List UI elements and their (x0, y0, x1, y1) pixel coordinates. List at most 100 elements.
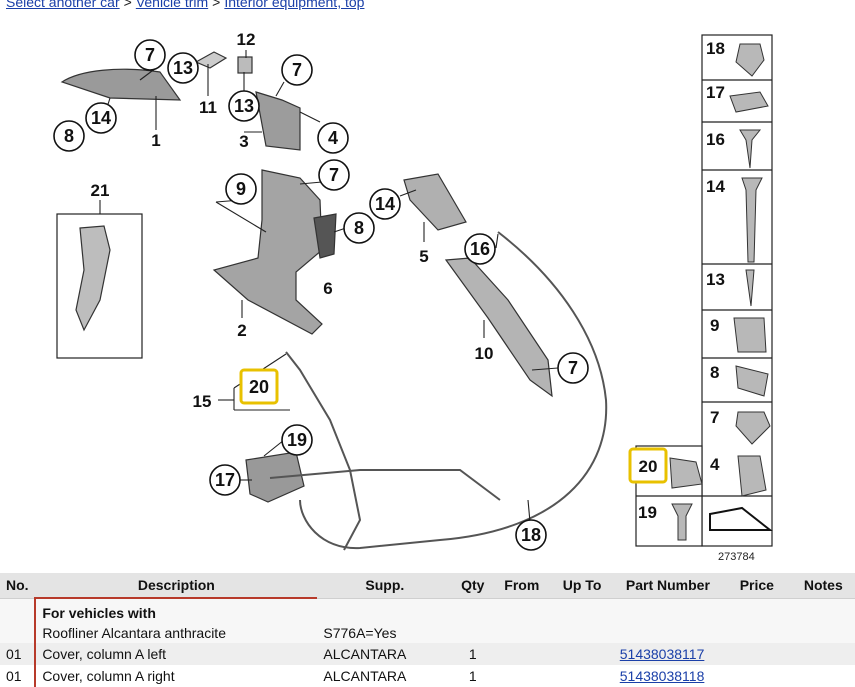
callout-19-a[interactable]: 19 (281, 424, 313, 456)
svg-text:7: 7 (145, 45, 155, 65)
breadcrumb-separator: > (123, 0, 132, 10)
small-parts-numbers: 18 17 16 14 13 9 8 7 20 4 19 273784 (628, 39, 755, 563)
breadcrumb-interior-equipment-link[interactable]: Interior equipment, top (224, 0, 365, 10)
svg-text:20: 20 (249, 377, 269, 397)
table-header-row: No. Description Supp. Qty From Up To Par… (0, 573, 855, 599)
table-row[interactable]: 01 Cover, column A right ALCANTARA 1 514… (0, 665, 855, 687)
callout-8-b[interactable]: 8 (343, 212, 375, 244)
callout-7-a[interactable]: 7 (134, 39, 166, 71)
side-item-17[interactable]: 17 (706, 83, 725, 102)
side-item-20-highlighted[interactable]: 20 (628, 447, 668, 484)
callout-9-a[interactable]: 9 (225, 173, 257, 205)
callout-8-a[interactable]: 8 (53, 120, 85, 152)
side-item-8[interactable]: 8 (710, 363, 719, 382)
row-qty: 1 (468, 668, 477, 684)
svg-text:14: 14 (91, 108, 111, 128)
label-15[interactable]: 15 (193, 392, 212, 411)
notice-row-detail: Roofliner Alcantara anthracite S776A=Yes (0, 623, 855, 643)
diagram-image-id: 273784 (718, 551, 755, 563)
breadcrumb-separator: > (212, 0, 221, 10)
label-2[interactable]: 2 (237, 321, 246, 340)
callout-17-a[interactable]: 17 (209, 464, 241, 496)
callout-16-a[interactable]: 16 (464, 233, 496, 265)
callout-13-b[interactable]: 13 (228, 90, 260, 122)
row-qty: 1 (452, 643, 494, 665)
notice-title: For vehicles with (34, 597, 318, 623)
callout-20-highlighted[interactable]: 20 (239, 368, 279, 405)
side-item-9[interactable]: 9 (710, 316, 719, 335)
svg-text:16: 16 (470, 239, 490, 259)
label-12[interactable]: 12 (237, 30, 256, 49)
callout-13-a[interactable]: 13 (167, 52, 199, 84)
side-item-4[interactable]: 4 (710, 455, 720, 474)
side-item-13[interactable]: 13 (706, 270, 725, 289)
col-no-header: No. (0, 573, 36, 599)
part-number-link[interactable]: 51438038118 (619, 668, 705, 684)
svg-text:8: 8 (64, 126, 74, 146)
svg-text:13: 13 (234, 96, 254, 116)
svg-text:7: 7 (292, 60, 302, 80)
side-item-7[interactable]: 7 (710, 408, 719, 427)
col-price-header: Price (722, 573, 792, 599)
row-supp: ALCANTARA (317, 643, 453, 665)
small-parts-panel (635, 34, 773, 547)
row-from (493, 665, 550, 687)
col-description-header: Description (35, 573, 318, 599)
side-item-14[interactable]: 14 (706, 177, 725, 196)
label-6[interactable]: 6 (323, 279, 332, 298)
callout-7-c[interactable]: 7 (318, 159, 350, 191)
svg-text:7: 7 (329, 165, 339, 185)
side-item-16[interactable]: 16 (706, 130, 725, 149)
label-5[interactable]: 5 (419, 247, 428, 266)
svg-text:7: 7 (568, 358, 578, 378)
row-price (722, 665, 791, 687)
label-1[interactable]: 1 (151, 131, 160, 150)
svg-text:17: 17 (215, 470, 235, 490)
notice-description: Roofliner Alcantara anthracite (34, 623, 318, 643)
callout-14-a[interactable]: 14 (85, 102, 117, 134)
svg-text:9: 9 (236, 179, 246, 199)
callout-7-b[interactable]: 7 (281, 54, 313, 86)
col-from-header: From (493, 573, 551, 599)
label-3[interactable]: 3 (239, 132, 248, 151)
svg-text:20: 20 (639, 457, 658, 476)
side-item-18[interactable]: 18 (706, 39, 725, 58)
callout-18-a[interactable]: 18 (515, 519, 547, 551)
row-from (493, 643, 551, 665)
row-description: Cover, column A right (34, 665, 318, 687)
col-supp-header: Supp. (317, 573, 453, 599)
callout-7-d[interactable]: 7 (557, 352, 589, 384)
svg-text:8: 8 (354, 218, 364, 238)
svg-text:18: 18 (521, 525, 541, 545)
row-upto (550, 665, 613, 687)
col-upto-header: Up To (550, 573, 614, 599)
notice-row: For vehicles with (0, 597, 855, 623)
row-supp: ALCANTARA (323, 668, 407, 684)
cable-lines (269, 231, 608, 551)
breadcrumb: Select another car>Vehicle trim>Interior… (6, 0, 364, 10)
col-notes-header: Notes (791, 573, 855, 599)
row-upto (550, 643, 614, 665)
svg-text:4: 4 (328, 128, 338, 148)
callout-4-a[interactable]: 4 (317, 122, 349, 154)
part-number-link[interactable]: 51438038117 (619, 646, 705, 662)
side-item-19[interactable]: 19 (638, 503, 657, 522)
table-row[interactable]: 01 Cover, column A left ALCANTARA 1 5143… (0, 643, 855, 665)
parts-table: No. Description Supp. Qty From Up To Par… (0, 573, 855, 687)
callout-14-b[interactable]: 14 (369, 188, 401, 220)
notice-supp: S776A=Yes (317, 623, 453, 643)
label-21[interactable]: 21 (91, 181, 110, 200)
svg-text:14: 14 (375, 194, 395, 214)
row-no: 01 (0, 643, 36, 665)
breadcrumb-select-car-link[interactable]: Select another car (6, 0, 120, 10)
row-description: Cover, column A left (34, 643, 318, 665)
row-price (722, 643, 792, 665)
col-qty-header: Qty (452, 573, 494, 599)
label-10[interactable]: 10 (475, 344, 494, 363)
bracket-icon (709, 506, 773, 531)
svg-text:13: 13 (173, 58, 193, 78)
col-part-number-header: Part Number (613, 573, 723, 599)
label-11[interactable]: 11 (199, 98, 217, 117)
row-notes (792, 665, 855, 687)
breadcrumb-vehicle-trim-link[interactable]: Vehicle trim (135, 0, 209, 10)
